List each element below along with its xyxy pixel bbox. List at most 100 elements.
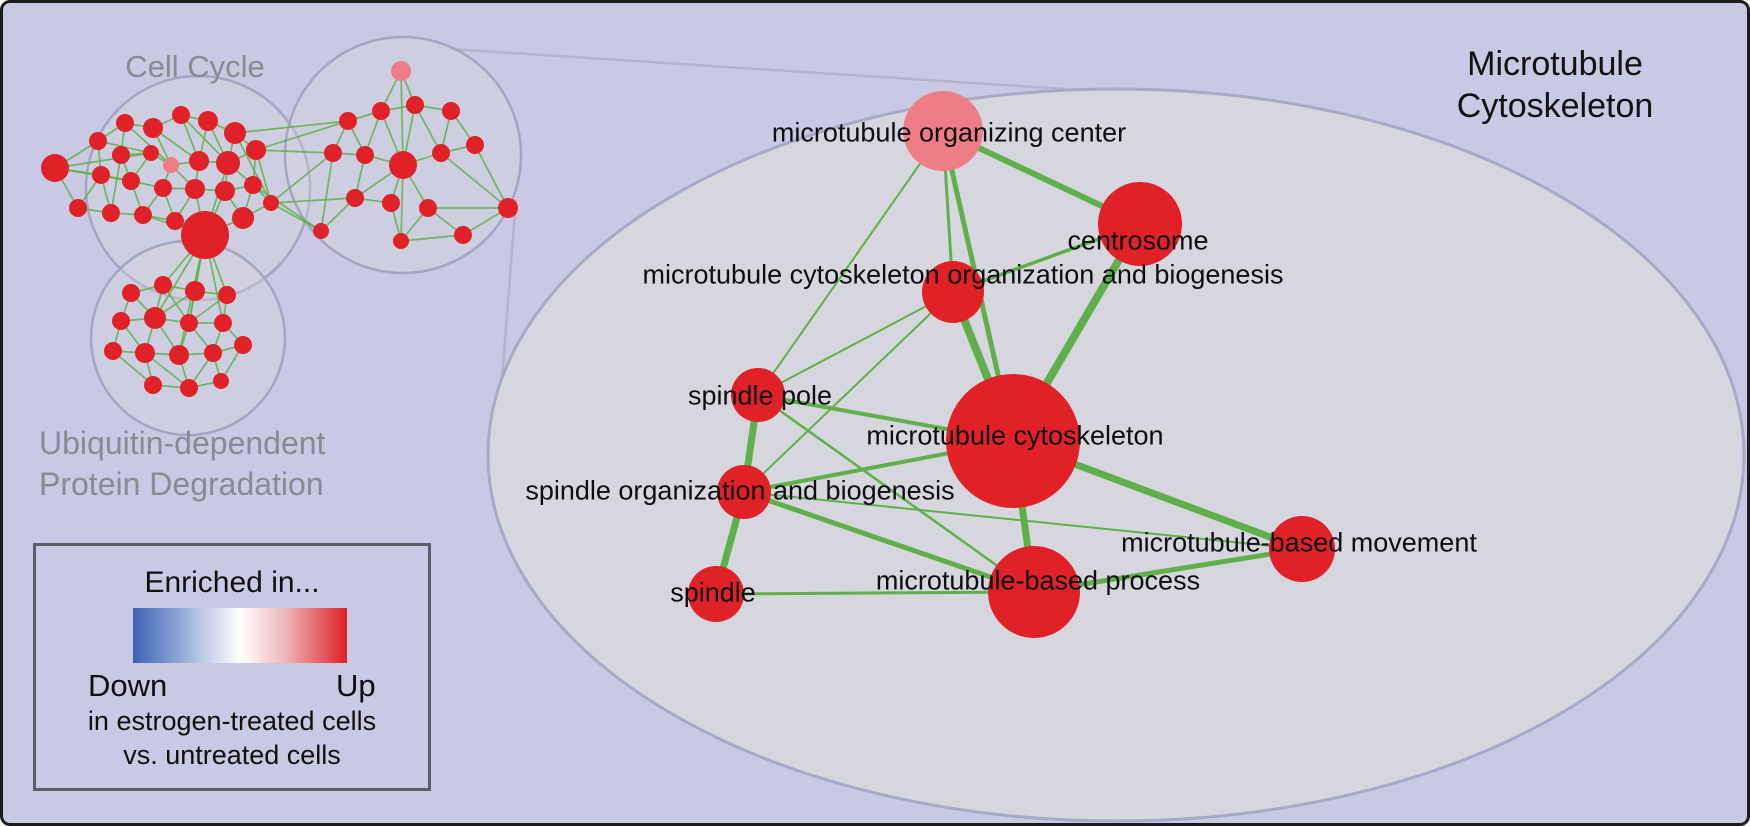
overview-node bbox=[372, 102, 390, 120]
cluster-circle-ubiquitin bbox=[89, 239, 287, 437]
overview-node bbox=[393, 233, 409, 249]
overview-edge bbox=[234, 120, 349, 134]
overview-node bbox=[346, 189, 364, 207]
overview-node bbox=[144, 307, 166, 329]
overview-node bbox=[244, 176, 262, 194]
node-spindle_org bbox=[717, 465, 771, 519]
overview-edge bbox=[255, 149, 334, 154]
legend-caption-line2: vs. untreated cells bbox=[123, 740, 341, 770]
overview-node bbox=[263, 195, 279, 211]
overview-node bbox=[218, 286, 236, 304]
overview-node bbox=[224, 122, 246, 144]
overview-edge bbox=[124, 122, 172, 166]
ubiquitin-title-line2: Protein Degradation bbox=[39, 466, 324, 502]
overview-node bbox=[69, 199, 87, 217]
overview-node bbox=[466, 136, 484, 154]
overview-node bbox=[116, 114, 134, 132]
node-moc bbox=[903, 91, 983, 171]
overview-node bbox=[419, 199, 437, 217]
node-spindle bbox=[688, 566, 744, 622]
node-mt_org bbox=[922, 261, 984, 323]
overview-edge bbox=[270, 197, 356, 204]
overview-node bbox=[185, 281, 205, 301]
overview-node bbox=[324, 144, 342, 162]
overview-node bbox=[135, 343, 155, 363]
microtubule-title-line1: Microtubule bbox=[1467, 45, 1643, 83]
edge-spindle-mt_process bbox=[715, 590, 1035, 596]
overview-node bbox=[185, 179, 205, 199]
overview-node bbox=[92, 166, 110, 184]
overview-edge bbox=[54, 152, 152, 169]
overview-node bbox=[232, 207, 254, 229]
overview-node bbox=[213, 373, 229, 389]
node-mt_movement bbox=[1269, 516, 1335, 582]
overview-edge bbox=[414, 104, 442, 154]
overview-node bbox=[180, 314, 198, 332]
overview-node bbox=[356, 146, 374, 164]
edge-moc-spindle_pole bbox=[757, 130, 944, 396]
overview-node bbox=[216, 151, 240, 175]
edge-mt_org-spindle_org bbox=[743, 291, 954, 493]
overview-node bbox=[122, 284, 140, 302]
overview-edge bbox=[320, 152, 334, 232]
legend-up-label: Up bbox=[336, 668, 376, 703]
legend-down-label: Down bbox=[88, 668, 168, 703]
overview-edge bbox=[440, 152, 509, 209]
overview-node bbox=[181, 211, 229, 259]
overview-edge bbox=[400, 70, 404, 166]
overview-node bbox=[382, 194, 400, 212]
overview-node bbox=[498, 198, 518, 218]
cluster-title-ubiquitin: Ubiquitin-dependent Protein Degradation bbox=[39, 423, 325, 505]
overview-node bbox=[391, 61, 411, 81]
overview-node bbox=[102, 204, 120, 222]
overview-node bbox=[112, 312, 130, 330]
legend-caption-line1: in estrogen-treated cells bbox=[87, 706, 377, 736]
node-mt_cyto bbox=[946, 374, 1080, 508]
overview-node bbox=[214, 314, 232, 332]
overview-node bbox=[406, 96, 424, 114]
node-spindle_pole bbox=[731, 368, 785, 422]
overview-node bbox=[112, 146, 130, 164]
overview-node bbox=[122, 172, 140, 190]
overview-node bbox=[89, 132, 107, 150]
overview-node bbox=[169, 345, 189, 365]
overview-node bbox=[389, 151, 417, 179]
edge-spindle_org-mt_process bbox=[743, 489, 1035, 595]
overview-node bbox=[172, 106, 190, 124]
edge-mt_org-spindle_pole bbox=[757, 291, 954, 396]
overview-edge bbox=[110, 154, 122, 214]
legend-title: Enriched in... bbox=[144, 566, 320, 599]
overview-node bbox=[189, 151, 209, 171]
overview-node bbox=[104, 342, 122, 360]
overview-edge bbox=[234, 132, 272, 204]
legend-gradient-bar bbox=[133, 608, 347, 663]
overview-node bbox=[454, 226, 472, 244]
network-canvas bbox=[41, 35, 1746, 823]
overview-node bbox=[339, 112, 357, 130]
overview-node bbox=[442, 102, 460, 120]
overview-node bbox=[204, 344, 222, 362]
overview-node bbox=[215, 181, 235, 201]
overview-node bbox=[154, 276, 172, 294]
overview-edge bbox=[474, 144, 509, 209]
overview-node bbox=[432, 144, 450, 162]
overview-node bbox=[166, 212, 184, 230]
overview-node bbox=[180, 379, 198, 397]
overview-node bbox=[143, 145, 159, 161]
overview-node bbox=[246, 140, 266, 160]
zoom-connector-line bbox=[449, 47, 1067, 91]
overview-edge bbox=[400, 234, 464, 242]
overview-edge bbox=[255, 120, 349, 151]
zoom-connector-line bbox=[498, 198, 518, 406]
overview-edge bbox=[252, 184, 322, 232]
cluster-title-microtubule-cytoskeleton: Microtubule Cytoskeleton bbox=[1457, 43, 1654, 127]
overview-edge bbox=[270, 152, 334, 204]
overview-node bbox=[134, 206, 152, 224]
overview-node bbox=[144, 376, 162, 394]
cluster-title-cell-cycle: Cell Cycle bbox=[125, 49, 265, 84]
overview-node bbox=[198, 111, 218, 131]
edge-spindle_pole-mt_process bbox=[757, 393, 1035, 594]
overview-node bbox=[313, 223, 329, 239]
overview-node bbox=[234, 336, 252, 354]
node-centrosome bbox=[1098, 182, 1182, 266]
